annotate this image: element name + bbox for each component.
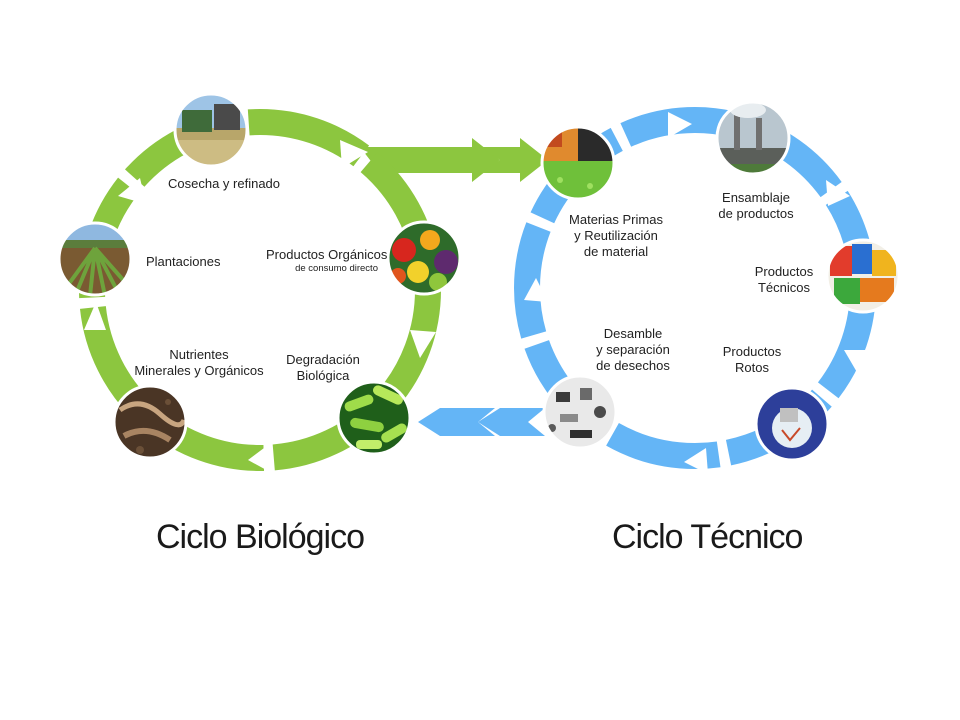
bio-arrow-notch-2 xyxy=(410,330,436,358)
label-productos-rotos: Productos Rotos xyxy=(722,344,782,375)
tech-arrow-notch-4 xyxy=(684,448,708,474)
tech-arrow-notch-3 xyxy=(844,350,870,374)
technical-cycle-title: Ciclo Técnico xyxy=(612,518,803,556)
tech-arrow-notch-1 xyxy=(668,112,692,138)
bio-arrow-notch-5 xyxy=(118,178,146,204)
label-ensamblaje: Ensamblaje de productos xyxy=(718,190,794,221)
bio-arrow-notch-3 xyxy=(248,445,270,472)
label-productos-tecnicos: Productos Técnicos xyxy=(754,264,814,295)
soil-worms-photo xyxy=(114,386,186,458)
label-degradacion: Degradación Biológica xyxy=(286,352,360,383)
photo-rims xyxy=(57,92,901,462)
label-desamble: Desamble y separación de desechos xyxy=(596,326,670,373)
packaged-products-photo xyxy=(827,240,899,312)
electronic-parts-photo xyxy=(544,376,616,448)
tech-arrow-notch-2 xyxy=(826,180,850,206)
label-materias-primas: Materias Primas y Reutilización de mater… xyxy=(569,212,663,259)
bridge-arrow-blue-2 xyxy=(418,408,495,436)
bacteria-photo xyxy=(338,382,410,454)
label-productos-organicos: Productos Orgánicos de consumo directo xyxy=(266,247,388,274)
label-nutrientes: Nutrientes Minerales y Orgánicos xyxy=(134,347,264,378)
raw-materials-pellets-photo xyxy=(542,127,614,199)
bio-arrow-notch-1 xyxy=(340,140,368,168)
broken-bulb-photo xyxy=(756,388,828,460)
tech-arrow-notch-5 xyxy=(524,278,548,302)
bridge-arrow-green-2 xyxy=(480,138,548,182)
bio-arrow-notch-4 xyxy=(84,302,106,330)
label-cosecha: Cosecha y refinado xyxy=(168,176,281,191)
tech-to-bio-bridge xyxy=(418,408,545,436)
label-plantaciones: Plantaciones xyxy=(146,254,221,269)
fruits-vegetables-photo xyxy=(388,222,460,294)
biological-cycle-title: Ciclo Biológico xyxy=(156,518,365,556)
bridge-arrow-blue-1 xyxy=(478,408,545,436)
